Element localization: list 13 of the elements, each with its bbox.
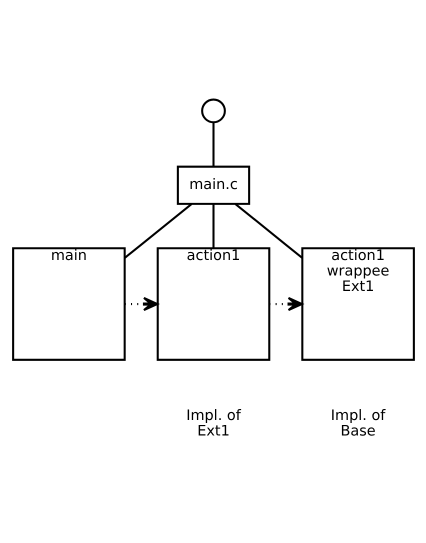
node-box: action1 <box>156 247 270 361</box>
label: Impl. of Ext1 <box>186 408 240 440</box>
node-box: action1 wrappee Ext1 <box>300 247 414 361</box>
arrow <box>124 296 158 312</box>
node-circle <box>200 98 226 124</box>
label: Impl. of Base <box>330 408 385 440</box>
arrow <box>268 296 303 312</box>
connector <box>124 203 192 259</box>
connector <box>234 203 302 259</box>
connector <box>212 204 214 248</box>
node-box: main.c <box>176 166 250 205</box>
connector <box>212 122 214 167</box>
node-box: main <box>12 247 126 361</box>
